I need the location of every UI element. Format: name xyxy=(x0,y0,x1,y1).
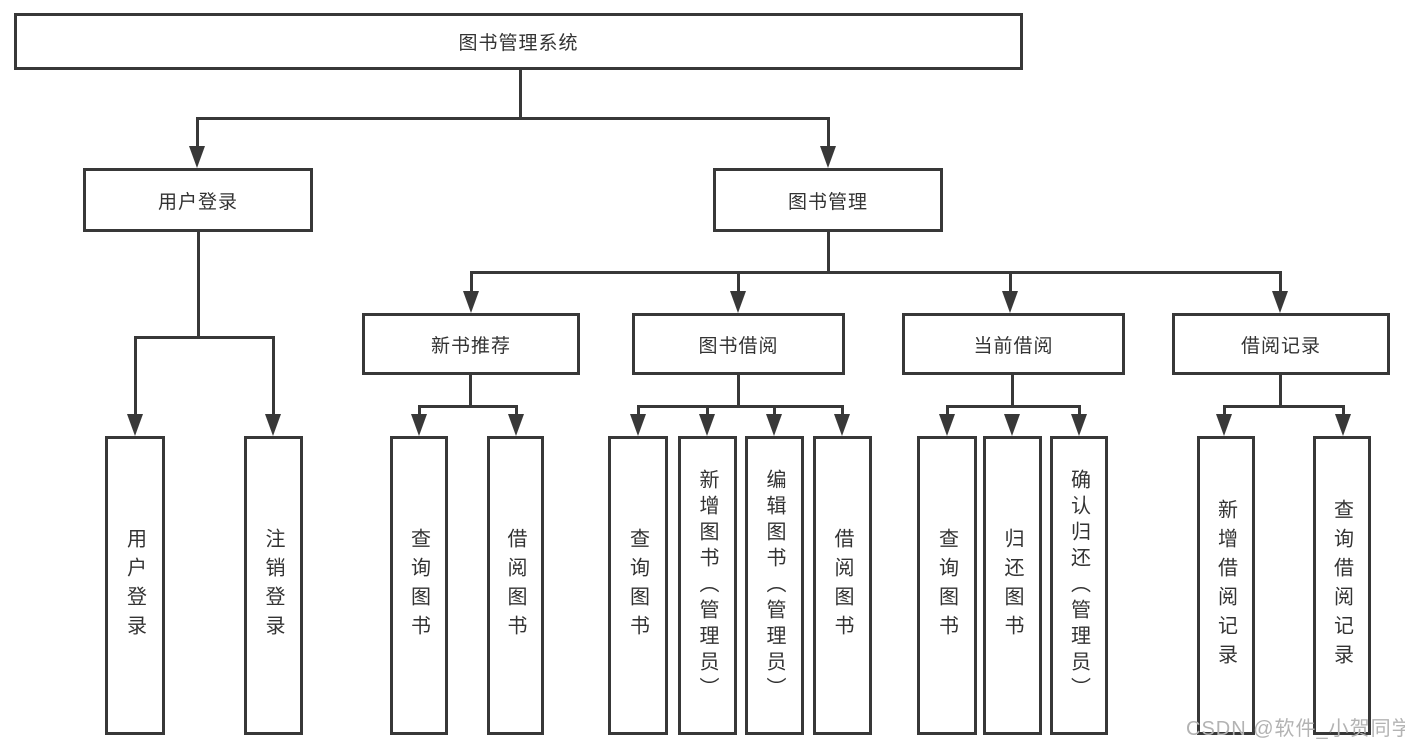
connector-line xyxy=(1011,375,1014,408)
connector-line xyxy=(1279,271,1282,293)
connector-line xyxy=(197,232,200,339)
arrowhead-down-icon xyxy=(411,414,427,436)
connector-line xyxy=(637,405,640,416)
connector-line xyxy=(706,405,709,416)
connector-line xyxy=(470,271,473,293)
leaf-br-query-record: 查询借阅记录 xyxy=(1313,436,1371,735)
leaf-user-login: 用户登录 xyxy=(105,436,165,735)
arrowhead-down-icon xyxy=(1335,414,1351,436)
leaf-cb-return-books: 归还图书 xyxy=(983,436,1042,735)
connector-line xyxy=(519,70,522,119)
connector-line xyxy=(134,336,275,339)
connector-line xyxy=(773,405,776,416)
arrowhead-down-icon xyxy=(699,414,715,436)
connector-line xyxy=(1078,405,1081,416)
connector-line xyxy=(515,405,518,416)
leaf-bb-query-books: 查询图书 xyxy=(608,436,668,735)
connector-line xyxy=(418,405,421,416)
connector-line xyxy=(637,405,844,408)
arrowhead-down-icon xyxy=(630,414,646,436)
node-book-mgmt: 图书管理 xyxy=(713,168,943,232)
connector-line xyxy=(737,375,740,408)
arrowhead-down-icon xyxy=(730,291,746,313)
leaf-nb-borrow-books: 借阅图书 xyxy=(487,436,544,735)
node-user-login: 用户登录 xyxy=(83,168,313,232)
connector-line xyxy=(841,405,844,416)
connector-line xyxy=(1223,405,1226,416)
arrowhead-down-icon xyxy=(1216,414,1232,436)
connector-line xyxy=(827,232,830,274)
leaf-nb-query-books: 查询图书 xyxy=(390,436,448,735)
node-current-borrow: 当前借阅 xyxy=(902,313,1125,375)
connector-line xyxy=(827,117,830,147)
arrowhead-down-icon xyxy=(1272,291,1288,313)
connector-line xyxy=(1342,405,1345,416)
connector-line xyxy=(418,405,518,408)
connector-line xyxy=(134,336,137,416)
arrowhead-down-icon xyxy=(766,414,782,436)
connector-line xyxy=(946,405,1081,408)
arrowhead-down-icon xyxy=(1004,414,1020,436)
arrowhead-down-icon xyxy=(939,414,955,436)
connector-line xyxy=(946,405,949,416)
leaf-br-add-record: 新增借阅记录 xyxy=(1197,436,1255,735)
arrowhead-down-icon xyxy=(834,414,850,436)
node-root: 图书管理系统 xyxy=(14,13,1023,70)
leaf-bb-add-books: 新增图书（管理员） xyxy=(678,436,737,735)
arrowhead-down-icon xyxy=(189,146,205,168)
connector-line xyxy=(737,271,740,293)
node-new-books: 新书推荐 xyxy=(362,313,580,375)
arrowhead-down-icon xyxy=(1071,414,1087,436)
connector-line xyxy=(272,336,275,416)
leaf-logout: 注销登录 xyxy=(244,436,303,735)
connector-line xyxy=(470,271,1282,274)
connector-line xyxy=(1279,375,1282,408)
leaf-bb-edit-books: 编辑图书（管理员） xyxy=(745,436,804,735)
watermark: CSDN @软件_小贺同学 xyxy=(1186,718,1405,740)
leaf-cb-query-books: 查询图书 xyxy=(917,436,977,735)
connector-line xyxy=(196,117,199,147)
arrowhead-down-icon xyxy=(127,414,143,436)
arrowhead-down-icon xyxy=(1002,291,1018,313)
connector-line xyxy=(196,117,830,120)
arrowhead-down-icon xyxy=(463,291,479,313)
leaf-bb-borrow-books: 借阅图书 xyxy=(813,436,872,735)
arrowhead-down-icon xyxy=(508,414,524,436)
connector-line xyxy=(469,375,472,408)
connector-line xyxy=(1223,405,1345,408)
leaf-cb-confirm-return: 确认归还（管理员） xyxy=(1050,436,1108,735)
arrowhead-down-icon xyxy=(265,414,281,436)
arrowhead-down-icon xyxy=(820,146,836,168)
connector-line xyxy=(1009,271,1012,293)
node-borrow-records: 借阅记录 xyxy=(1172,313,1390,375)
node-book-borrow: 图书借阅 xyxy=(632,313,845,375)
